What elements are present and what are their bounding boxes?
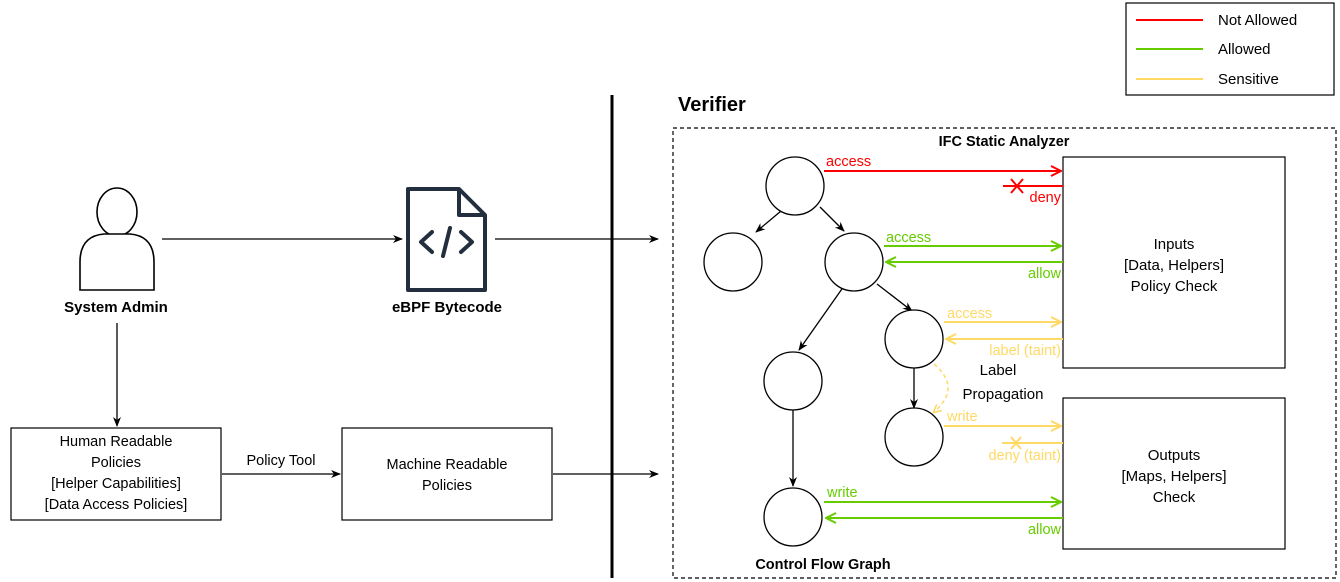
cfg-node-bottom	[763, 487, 823, 547]
deny-taint-x-icon	[1010, 436, 1022, 450]
ifc-analyzer-title: IFC Static Analyzer	[939, 134, 1070, 150]
flow-yellow-write-label: write	[946, 409, 978, 425]
label-propagation-arrow	[934, 363, 949, 412]
flow-yellow-deny-taint: deny (taint)	[988, 448, 1061, 464]
human-readable-policies-box	[10, 427, 222, 521]
ebpf-bytecode-label: eBPF Bytecode	[392, 299, 502, 316]
flow-yellow-access-label: access	[947, 306, 992, 322]
user-icon	[79, 187, 155, 291]
edge-mid-right	[876, 283, 913, 312]
machine-policies-line-1: Machine Readable	[387, 457, 508, 473]
machine-readable-policies-box	[341, 427, 553, 521]
legend: Not Allowed Allowed Sensitive	[1125, 2, 1335, 96]
outputs-box	[1062, 397, 1286, 550]
cfg-nodes	[703, 156, 944, 547]
human-policies-line-1: Human Readable	[60, 434, 173, 450]
inputs-box	[1062, 156, 1286, 369]
edge-root-right	[819, 206, 845, 232]
policy-tool-label: Policy Tool	[246, 453, 315, 469]
code-file-icon	[406, 187, 487, 292]
system-admin-label: System Admin	[64, 299, 168, 316]
legend-not-allowed-label: Not Allowed	[1218, 12, 1297, 29]
deny-x-icon	[1010, 178, 1024, 194]
label-propagation-line-1: Label	[980, 362, 1017, 379]
ifc-analyzer-box	[672, 127, 1337, 579]
inputs-line-1: Inputs	[1154, 236, 1195, 253]
edge-root-left	[755, 210, 782, 233]
flow-yellow-label-taint: label (taint)	[989, 343, 1061, 359]
flow-green-allow-label: allow	[1028, 266, 1062, 282]
cfg-node-write	[884, 407, 944, 467]
outputs-line-2: [Maps, Helpers]	[1121, 468, 1226, 485]
cfg-node-mid	[824, 232, 884, 292]
cfg-node-lower-left	[763, 351, 823, 411]
inputs-line-2: [Data, Helpers]	[1124, 257, 1224, 274]
cfg-edges	[755, 206, 918, 487]
flow-green-access-label: access	[886, 230, 931, 246]
verifier-title: Verifier	[678, 94, 746, 116]
cfg-label: Control Flow Graph	[755, 557, 890, 573]
flow-green-allow-out-label: allow	[1028, 522, 1062, 538]
flow-green-write-label: write	[826, 485, 858, 501]
label-propagation-line-2: Propagation	[963, 386, 1044, 403]
cfg-node-sensitive	[884, 309, 944, 369]
human-policies-line-4: [Data Access Policies]	[45, 497, 188, 513]
machine-policies-line-2: Policies	[422, 478, 472, 494]
flow-red-deny-label: deny	[1030, 190, 1062, 206]
flow-red-access-label: access	[826, 154, 871, 170]
outputs-line-1: Outputs	[1148, 447, 1201, 464]
legend-sensitive-label: Sensitive	[1218, 71, 1279, 88]
outputs-line-3: Check	[1153, 489, 1196, 506]
inputs-line-3: Policy Check	[1131, 278, 1218, 295]
human-policies-line-2: Policies	[91, 455, 141, 471]
legend-allowed-label: Allowed	[1218, 41, 1271, 58]
human-policies-line-3: [Helper Capabilities]	[51, 476, 181, 492]
cfg-node-root	[765, 156, 825, 216]
cfg-node-left	[703, 232, 763, 292]
edge-mid-down	[798, 285, 845, 351]
